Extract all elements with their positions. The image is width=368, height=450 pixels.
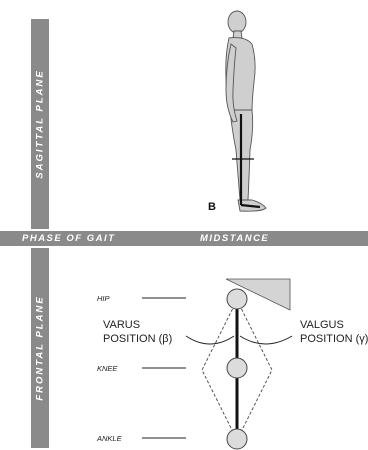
knee-joint xyxy=(227,358,247,378)
knee-label: KNEE xyxy=(97,364,117,373)
hip-joint xyxy=(227,289,247,309)
varus-line2: POSITION (β) xyxy=(103,332,172,346)
valgus-line1: VALGUS xyxy=(300,318,368,332)
varus-arc xyxy=(186,336,234,344)
varus-position-label: VARUS POSITION (β) xyxy=(103,318,172,346)
valgus-position-label: VALGUS POSITION (γ) xyxy=(300,318,368,346)
valgus-line2: POSITION (γ) xyxy=(300,332,368,346)
ankle-label: ANKLE xyxy=(97,434,122,443)
varus-line1: VARUS xyxy=(103,318,172,332)
figure-letter-b: B xyxy=(208,201,216,213)
hip-label: HIP xyxy=(97,294,110,303)
valgus-arc xyxy=(240,336,292,344)
ankle-joint xyxy=(227,429,247,449)
